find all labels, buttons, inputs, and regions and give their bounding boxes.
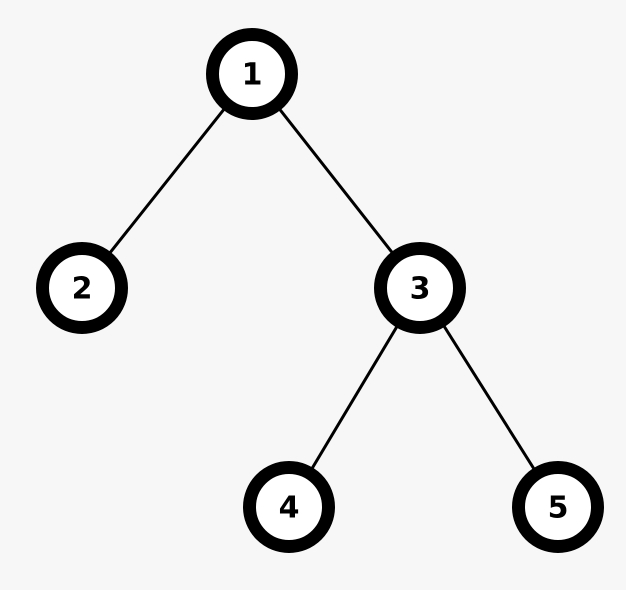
tree-node-label-2: 2 [72,272,93,307]
tree-node-label-5: 5 [548,491,569,526]
tree-node-label-4: 4 [279,491,300,526]
tree-nodes-group: 1 2 3 4 5 [36,28,604,553]
tree-node-label-1: 1 [242,58,263,93]
tree-node-label-3: 3 [410,272,431,307]
tree-node-5[interactable]: 5 [512,461,604,553]
tree-node-circle-5 [512,461,604,553]
tree-node-4[interactable]: 4 [243,461,335,553]
tree-node-1[interactable]: 1 [206,28,298,120]
tree-node-circle-4 [243,461,335,553]
tree-node-circle-2 [36,242,128,334]
tree-edges-group [80,73,560,508]
tree-node-circle-3 [374,242,466,334]
tree-node-circle-1 [206,28,298,120]
tree-node-2[interactable]: 2 [36,242,128,334]
tree-node-3[interactable]: 3 [374,242,466,334]
